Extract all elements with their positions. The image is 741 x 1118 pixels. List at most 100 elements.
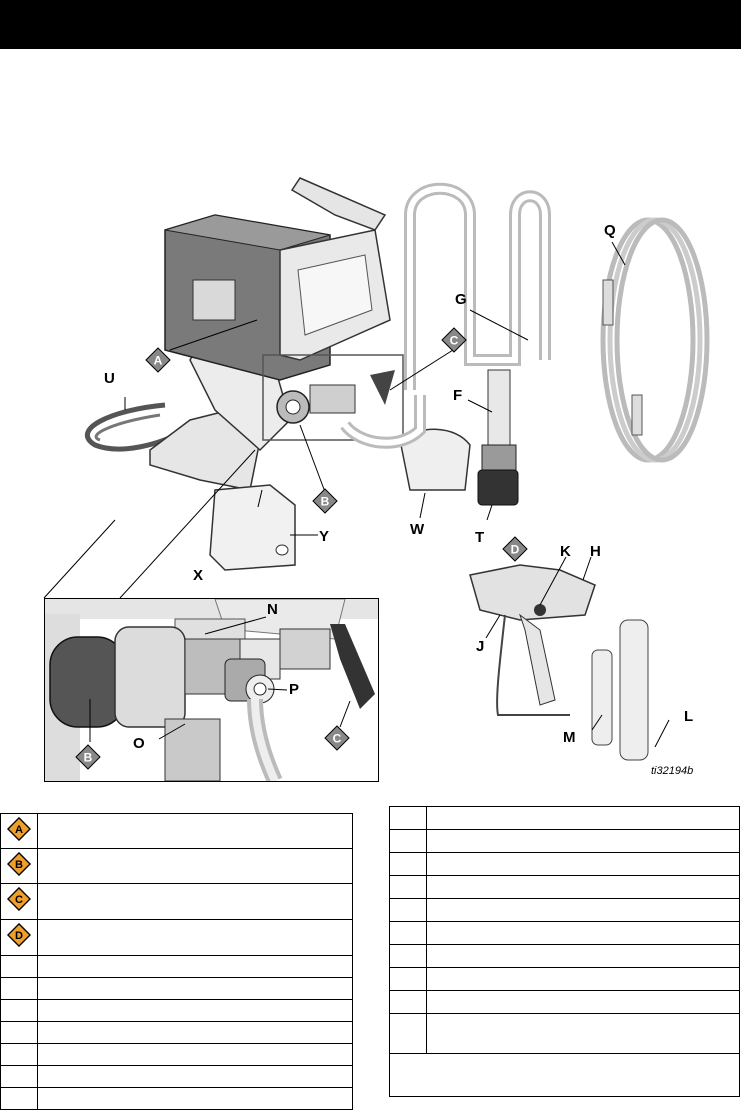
legend-desc — [426, 990, 740, 1014]
legend-desc — [426, 1013, 740, 1054]
legend-row — [389, 967, 740, 991]
legend-desc — [426, 852, 740, 876]
legend-key — [0, 999, 38, 1022]
legend-row — [389, 944, 740, 968]
legend-desc — [37, 955, 353, 978]
legend-row-b: B — [0, 848, 353, 884]
badge-d-icon: D — [6, 922, 32, 948]
callout-p: P — [289, 681, 300, 698]
callout-h: H — [590, 543, 601, 560]
legend-row — [0, 1043, 353, 1066]
legend-key — [389, 875, 427, 899]
legend-key: C — [0, 883, 38, 920]
callout-x: X — [193, 567, 204, 584]
legend-desc — [426, 806, 740, 830]
legend-row — [389, 921, 740, 945]
legend-row — [0, 955, 353, 978]
svg-text:C: C — [15, 894, 23, 906]
figure-id: ti32194b — [651, 765, 694, 777]
legend-row — [389, 875, 740, 899]
legend-desc — [426, 944, 740, 968]
callout-f: F — [453, 387, 463, 404]
legend-key — [389, 944, 427, 968]
legend-row — [0, 1065, 353, 1088]
callout-m: M — [563, 729, 576, 746]
callout-n: N — [267, 601, 278, 618]
legend-desc — [37, 1021, 353, 1044]
badge-b-icon: B — [6, 851, 32, 876]
badge-c: C — [441, 327, 467, 353]
badge-a: A — [145, 347, 171, 373]
legend-row — [0, 1021, 353, 1044]
legend-key — [389, 1013, 427, 1054]
badge-c-icon: C — [6, 886, 32, 912]
legend-desc — [37, 883, 353, 920]
legend-desc — [37, 919, 353, 956]
legend-table-right — [389, 806, 740, 1097]
legend-desc — [37, 813, 353, 849]
legend-row — [389, 1013, 740, 1054]
badge-b-letter: B — [321, 495, 330, 509]
legend-note — [389, 1053, 740, 1097]
legend-desc — [426, 829, 740, 853]
inset-badge-b-letter: B — [84, 751, 93, 765]
legend-key — [0, 1087, 38, 1110]
inset-badge-c: C — [324, 725, 350, 751]
callout-g: G — [455, 291, 467, 308]
callout-k: K — [560, 543, 571, 560]
legend-desc — [426, 921, 740, 945]
legend-key — [389, 967, 427, 991]
legend-key — [389, 806, 427, 830]
callout-w: W — [410, 521, 425, 538]
legend-key — [389, 852, 427, 876]
legend-note-row — [389, 1053, 740, 1097]
legend-row — [389, 898, 740, 922]
legend-row — [389, 852, 740, 876]
svg-text:D: D — [15, 930, 23, 942]
badge-d-letter: D — [511, 543, 520, 557]
legend-desc — [37, 848, 353, 884]
legend-row — [0, 977, 353, 1000]
legend-key — [0, 1021, 38, 1044]
sprayer-illustration: U G Q F T W X Y K H J M L A B C D — [0, 160, 741, 790]
legend-row — [0, 1087, 353, 1110]
detail-inset: N P O B C — [44, 598, 379, 782]
legend-key: D — [0, 919, 38, 956]
badge-a-letter: A — [154, 354, 163, 368]
legend-key — [0, 1065, 38, 1088]
legend-key: A — [0, 813, 38, 849]
inset-badge-c-letter: C — [333, 732, 342, 746]
callout-t: T — [475, 529, 485, 546]
legend-desc — [426, 875, 740, 899]
inset-badge-b: B — [75, 744, 101, 770]
legend-desc — [426, 967, 740, 991]
legend-desc — [426, 898, 740, 922]
legend-desc — [37, 1065, 353, 1088]
legend-key — [0, 955, 38, 978]
legend-row-d: D — [0, 919, 353, 956]
legend-key — [389, 898, 427, 922]
callout-y: Y — [319, 528, 330, 545]
callout-u: U — [104, 370, 115, 387]
legend-row — [0, 999, 353, 1022]
legend-row-a: A — [0, 813, 353, 849]
badge-c-letter: C — [450, 334, 459, 348]
legend-desc — [37, 999, 353, 1022]
legend-table-left: A B C D — [0, 813, 353, 1110]
legend-key: B — [0, 848, 38, 884]
legend-key — [0, 977, 38, 1000]
legend-row — [389, 806, 740, 830]
badge-b: B — [312, 488, 338, 514]
legend-desc — [37, 1043, 353, 1066]
svg-text:A: A — [15, 824, 23, 836]
callout-o: O — [133, 735, 145, 752]
legend-desc — [37, 977, 353, 1000]
header-bar — [0, 0, 741, 49]
legend-row — [389, 990, 740, 1014]
legend-desc — [37, 1087, 353, 1110]
legend-key — [0, 1043, 38, 1066]
legend-key — [389, 921, 427, 945]
callout-j: J — [476, 638, 485, 655]
callout-q: Q — [604, 222, 616, 239]
legend-row-c: C — [0, 883, 353, 920]
